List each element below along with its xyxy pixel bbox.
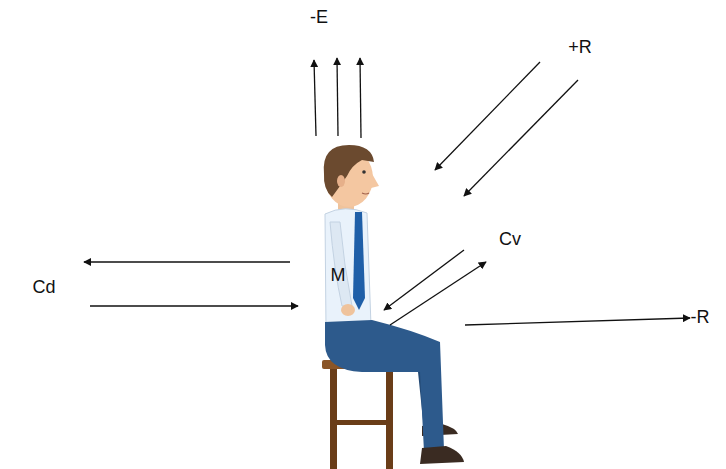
eye <box>362 170 366 174</box>
arrow <box>337 58 338 136</box>
stool-bar <box>336 420 388 425</box>
arm <box>330 222 352 306</box>
trousers <box>325 320 444 452</box>
stool <box>322 360 402 469</box>
flow-label: +R <box>568 38 592 58</box>
tie <box>353 212 365 310</box>
arrow <box>360 58 361 138</box>
stool-leg <box>330 368 337 469</box>
arrow <box>464 80 578 196</box>
flow-label: -E <box>310 8 328 28</box>
mouth <box>362 193 369 194</box>
shirt <box>325 209 371 329</box>
man-figure <box>324 145 464 464</box>
flow-label: M <box>331 266 346 286</box>
arrow <box>390 262 486 325</box>
nose <box>371 172 379 188</box>
flow-label: -R <box>691 308 710 328</box>
heat-flow-arrows <box>84 58 690 325</box>
hair <box>324 145 374 197</box>
arrow <box>314 60 316 136</box>
flow-label: Cd <box>32 278 55 298</box>
stool-leg <box>386 368 393 469</box>
arrow <box>90 305 298 306</box>
ear <box>337 175 345 187</box>
arrow <box>84 261 290 262</box>
hand <box>341 304 355 316</box>
shoe <box>420 446 464 464</box>
arrow <box>465 318 690 325</box>
arrow <box>435 62 540 170</box>
arrow <box>384 250 464 310</box>
flow-label: Cv <box>499 230 521 250</box>
